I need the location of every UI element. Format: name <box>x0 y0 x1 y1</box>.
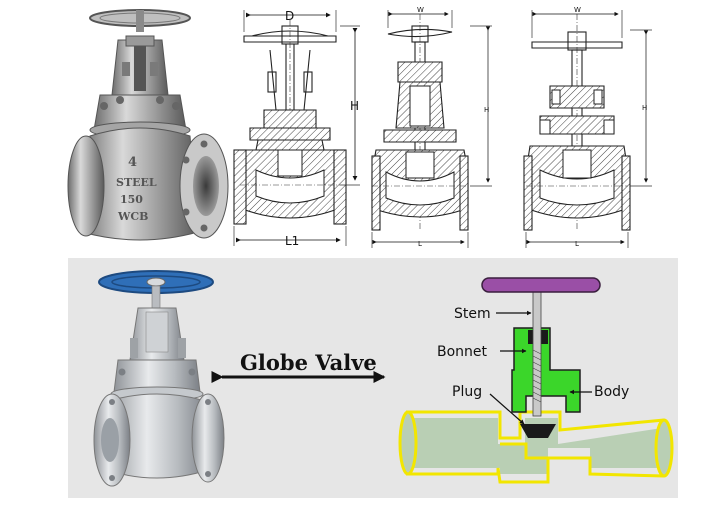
label-plug: Plug <box>452 384 482 400</box>
dimension-l-2: L <box>418 240 422 248</box>
bottom-valve-photo <box>93 270 225 487</box>
handwheel-shape <box>481 277 601 293</box>
casting-mark-material: STEEL <box>116 176 157 189</box>
globe-valve-cross-section: Stem Bonnet Plug Body <box>398 277 674 484</box>
technical-drawing-2: W H L <box>371 6 492 248</box>
dimension-h: H <box>350 99 359 113</box>
top-valve-photo: 4 STEEL 150 WCB <box>67 9 229 241</box>
casting-mark-size: 4 <box>128 155 137 170</box>
casting-mark-grade: WCB <box>117 210 148 223</box>
technical-drawing-3: W H L <box>523 6 652 248</box>
dimension-l1: L1 <box>285 234 299 248</box>
label-bonnet: Bonnet <box>437 344 488 360</box>
dimension-d: D <box>285 9 294 23</box>
globe-valve-title: Globe Valve <box>211 350 386 383</box>
dimension-w-2: W <box>417 6 424 14</box>
plug-shape <box>520 424 556 438</box>
technical-drawing-1: D H L1 <box>233 9 360 248</box>
dimension-h-3: H <box>642 104 647 112</box>
title-text: Globe Valve <box>240 350 377 375</box>
label-body: Body <box>594 384 629 400</box>
casting-mark-class: 150 <box>120 193 143 206</box>
label-stem: Stem <box>454 306 491 322</box>
dimension-l-3: L <box>575 240 579 248</box>
stem-shape <box>532 289 542 417</box>
dimension-h-2: H <box>484 106 489 114</box>
bonnet-shape <box>511 327 581 413</box>
dimension-w-3: W <box>574 6 581 14</box>
